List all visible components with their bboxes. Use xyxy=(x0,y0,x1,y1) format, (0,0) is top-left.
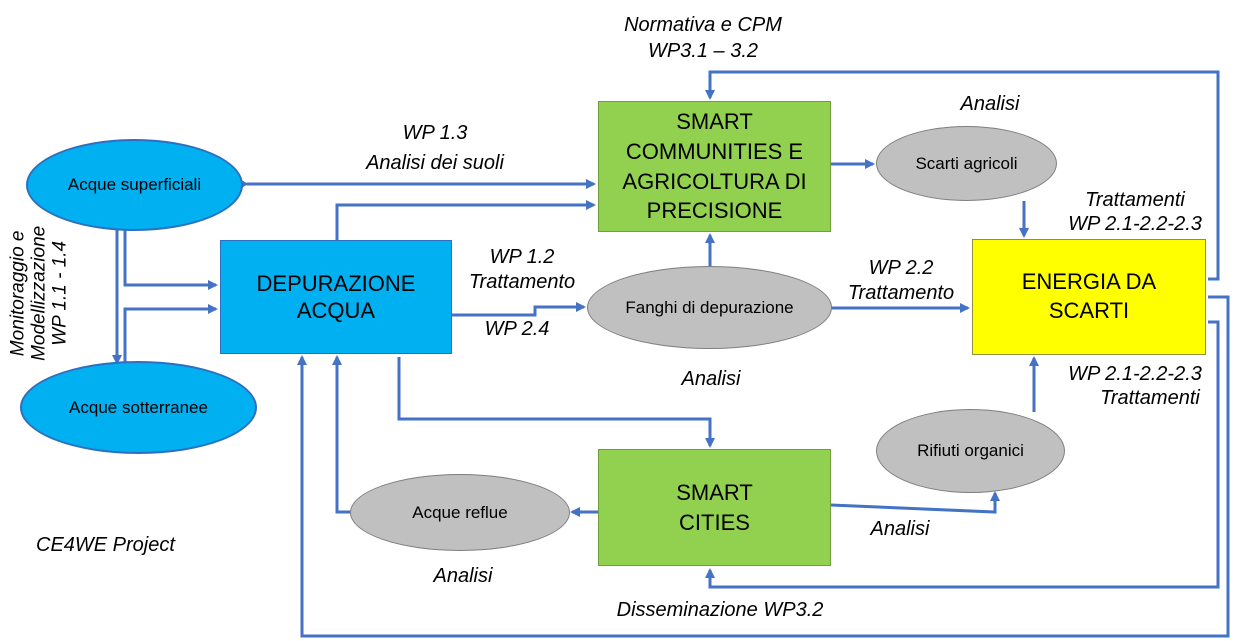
node-acque-superficiali-label: Acque superficiali xyxy=(67,175,202,194)
label-trattamenti-top: Trattamenti WP 2.1-2.2-2.3 xyxy=(1045,188,1225,236)
label-trattamenti-bottom-line1: WP 2.1-2.2-2.3 xyxy=(1068,363,1202,385)
arrow-reflue-depurazione xyxy=(332,355,351,514)
label-trattamenti-bottom-line2: Trattamenti xyxy=(1100,387,1200,409)
node-scarti-agricoli-label: Scarti agricoli xyxy=(915,153,1018,173)
node-fanghi-depurazione: Fanghi di depurazione xyxy=(587,266,832,349)
node-acque-sotterranee: Acque sotterranee xyxy=(20,361,257,454)
node-depurazione-acqua-label: DEPURAZIONE ACQUA xyxy=(256,270,416,324)
arrow-energia-communities xyxy=(705,70,1220,281)
label-wp22: WP 2.2 Trattamento xyxy=(826,256,976,306)
node-smart-communities-label: SMART COMMUNITIES E AGRICOLTURA DI PRECI… xyxy=(622,109,807,224)
label-analisi-fanghi: Analisi xyxy=(681,368,741,390)
label-wp22-line1: WP 2.2 xyxy=(868,257,934,279)
node-acque-superficiali: Acque superficiali xyxy=(26,139,243,231)
label-analisi-cities: Analisi xyxy=(870,518,930,540)
label-wp12-line1: WP 1.2 xyxy=(489,246,555,268)
label-normativa-line2: WP3.1 – 3.2 xyxy=(647,40,759,62)
label-trattamenti-top-line2: WP 2.1-2.2-2.3 xyxy=(1068,213,1202,235)
label-normativa: Normativa e CPM WP3.1 – 3.2 xyxy=(588,12,818,64)
label-trattamenti-bottom: WP 2.1-2.2-2.3 Trattamenti xyxy=(1045,362,1225,410)
arrow-depurazione-communities xyxy=(335,200,596,240)
label-wp12-line2: Trattamento xyxy=(468,271,576,293)
node-smart-communities: SMART COMMUNITIES E AGRICOLTURA DI PRECI… xyxy=(598,101,831,232)
arrow-depurazione-fanghi xyxy=(452,302,586,317)
label-project: CE4WE Project xyxy=(36,534,175,556)
node-energia-da-scarti: ENERGIA DA SCARTI xyxy=(972,239,1206,355)
node-energia-da-scarti-label: ENERGIA DA SCARTI xyxy=(1021,269,1157,323)
label-normativa-line1: Normativa e CPM xyxy=(624,14,782,36)
node-fanghi-depurazione-label: Fanghi di depurazione xyxy=(625,297,794,317)
label-analisi-scarti: Analisi xyxy=(960,93,1020,115)
node-scarti-agricoli: Scarti agricoli xyxy=(876,126,1057,201)
label-wp13-line2: Analisi dei suoli xyxy=(366,152,504,174)
label-monitoraggio-line1: Monitoraggio e xyxy=(7,230,29,357)
arrow-sotterranee-depurazione xyxy=(123,304,218,362)
label-monitoraggio-line3: WP 1.1 - 1.4 xyxy=(49,240,71,346)
label-wp13-line1: WP 1.3 xyxy=(402,122,468,144)
label-wp13: WP 1.3 Analisi dei suoli xyxy=(330,118,540,178)
label-analisi-reflue: Analisi xyxy=(433,565,493,587)
label-monitoraggio-line2: Modellizzazione xyxy=(28,225,50,361)
arrow-depurazione-cities xyxy=(397,357,715,448)
label-disseminazione: Disseminazione WP3.2 xyxy=(616,599,824,621)
arrow-cities-rifiuti xyxy=(830,491,1000,514)
node-acque-reflue-label: Acque reflue xyxy=(412,502,508,522)
node-acque-sotterranee-label: Acque sotterranee xyxy=(69,397,208,417)
node-rifiuti-organici-label: Rifiuti organici xyxy=(917,441,1024,460)
arrow-energia-depurazione xyxy=(297,295,1230,638)
node-smart-cities: SMART CITIES xyxy=(598,449,831,566)
label-trattamenti-top-line1: Trattamenti xyxy=(1085,189,1185,211)
label-wp22-line2: Trattamento xyxy=(847,282,955,304)
label-monitoraggio: Monitoraggio e Modellizzazione WP 1.1 - … xyxy=(7,168,72,418)
node-acque-reflue: Acque reflue xyxy=(350,474,570,551)
node-smart-cities-label: SMART CITIES xyxy=(676,479,753,535)
node-depurazione-acqua: DEPURAZIONE ACQUA xyxy=(220,240,452,354)
label-wp12: WP 1.2 Trattamento xyxy=(452,245,592,295)
arrow-superficiali-depurazione xyxy=(123,229,218,290)
label-wp24: WP 2.4 xyxy=(484,318,550,340)
arrow-energia-cities xyxy=(705,320,1220,589)
node-rifiuti-organici: Rifiuti organici xyxy=(876,409,1065,493)
